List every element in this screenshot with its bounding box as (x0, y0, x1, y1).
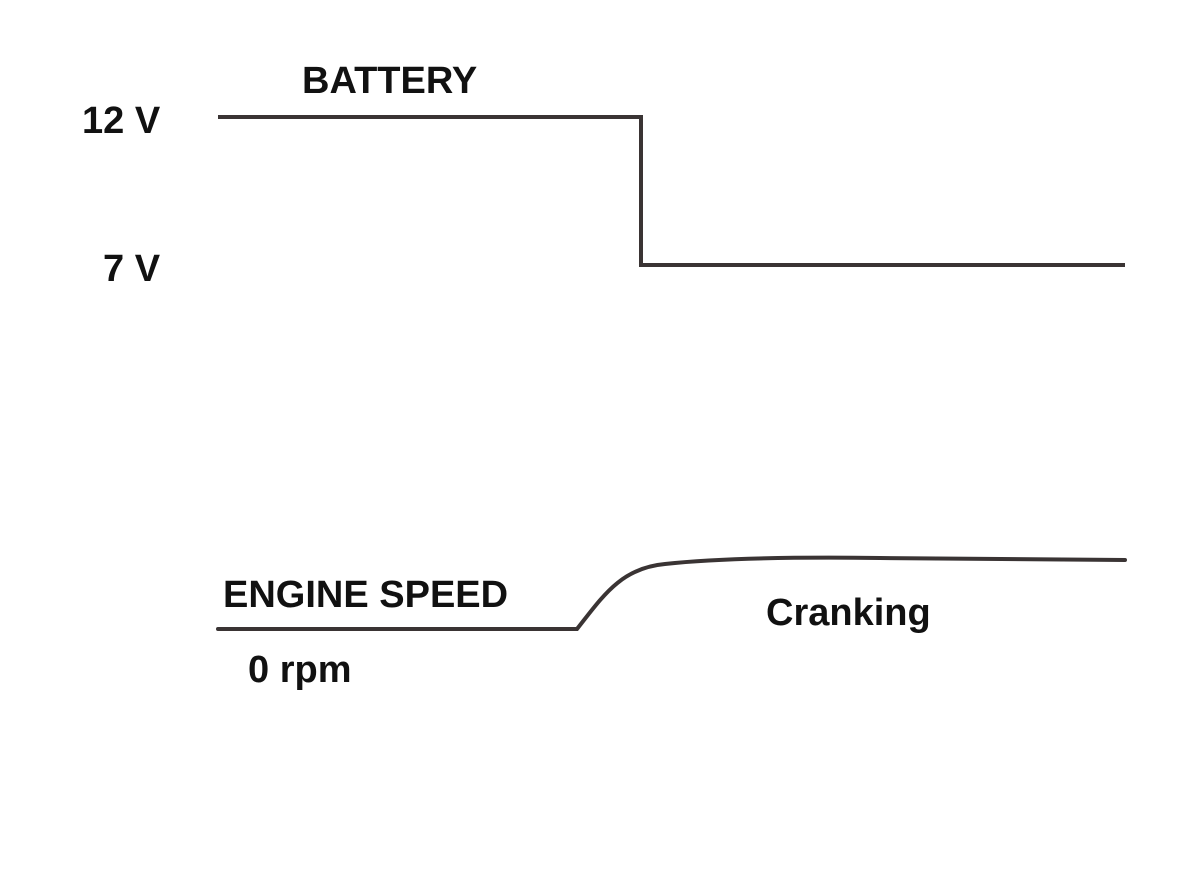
battery-low-voltage-label: 7 V (103, 248, 161, 290)
battery-high-voltage-label: 12 V (82, 100, 161, 142)
battery-voltage-trace (218, 115, 1125, 267)
cranking-label: Cranking (766, 592, 931, 634)
engine-speed-trace (216, 555, 1127, 631)
engine-speed-title: ENGINE SPEED (223, 574, 509, 616)
engine-zero-rpm-label: 0 rpm (248, 649, 352, 691)
battery-title: BATTERY (302, 60, 478, 102)
